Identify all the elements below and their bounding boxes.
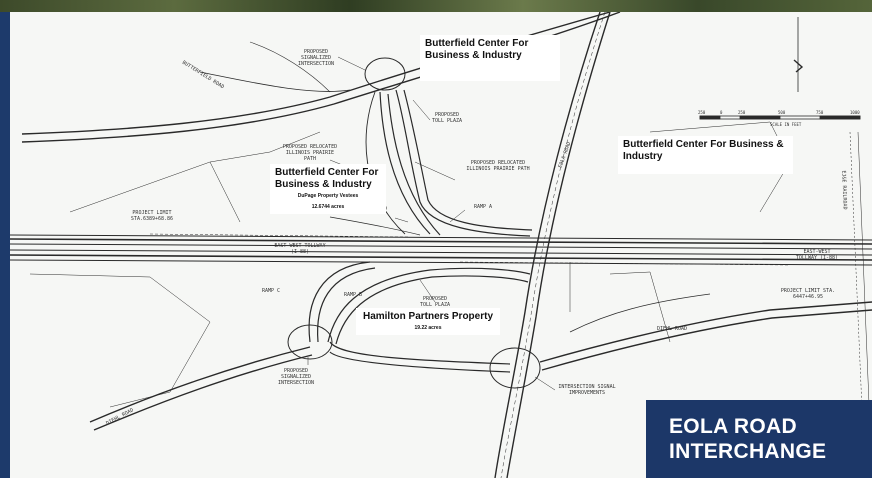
callout-butterfield-west-sub2: 12.6744 acres [311, 204, 345, 210]
project-limit-east-label: PROJECT LIMIT STA. 6447+46.95 [780, 288, 836, 300]
callout-butterfield-west-sub1: DuPage Property Vestees [297, 193, 359, 199]
callout-butterfield-north: Butterfield Center For Business & Indust… [420, 35, 560, 81]
scale-tick-0: 250 [698, 110, 706, 115]
callout-butterfield-east: Butterfield Center For Business & Indust… [618, 136, 793, 174]
prop-signal-north-label: PROPOSED SIGNALIZED INTERSECTION [297, 49, 335, 67]
callout-butterfield-west-title: Butterfield Center For Business & Indust… [275, 167, 379, 190]
aerial-photo-strip [0, 0, 872, 12]
diehl-road-east-label: DIEHL ROAD [656, 326, 688, 332]
tollway-east-label: EAST-WEST TOLLWAY (I-88) [795, 249, 839, 261]
title-line-2: INTERCHANGE [669, 440, 827, 463]
scale-tick-3: 500 [778, 110, 786, 115]
callout-hamilton-title: Hamilton Partners Property [362, 311, 494, 322]
prop-signal-south-label: PROPOSED SIGNALIZED INTERSECTION [277, 368, 315, 386]
scale-tick-4: 750 [816, 110, 824, 115]
slide-title: EOLA ROAD INTERCHANGE [646, 400, 872, 478]
tollway-lanes [10, 233, 872, 266]
south-ramps [308, 261, 531, 373]
scale-tick-1: 0 [720, 110, 723, 115]
slide-border [0, 12, 10, 478]
eola-road [494, 12, 611, 478]
path-east-label: PROPOSED RELOCATED ILLINOIS PRAIRIE PATH [466, 160, 530, 172]
prop-toll-south-label: PROPOSED TOLL PLAZA [419, 296, 451, 308]
prop-toll-north-label: PROPOSED TOLL PLAZA [431, 112, 463, 124]
scale-tick-2: 250 [738, 110, 746, 115]
ramp-c-label: RAMP C [261, 288, 281, 294]
intersection-circles [287, 57, 541, 389]
callout-hamilton-sub: 19.22 acres [414, 325, 442, 331]
project-limit-west-label: PROJECT LIMIT STA.6389+68.86 [130, 210, 174, 222]
path-west-label: PROPOSED RELOCATED ILLINOIS PRAIRIE PATH [282, 144, 338, 162]
callout-hamilton: Hamilton Partners Property 19.22 acres [356, 308, 500, 335]
interchange-plan: BUTTERFIELD ROAD PROPOSED SIGNALIZED INT… [10, 12, 872, 478]
signal-improvements-label: INTERSECTION SIGNAL IMPROVEMENTS [558, 384, 616, 396]
title-line-1: EOLA ROAD [669, 415, 797, 438]
ramp-a-label: RAMP A [473, 204, 493, 210]
scale-tick-5: 1000 [850, 110, 860, 115]
north-ramps [329, 89, 533, 237]
north-arrow [793, 17, 804, 92]
tollway-west-label: EAST-WEST TOLLWAY (I-88) [274, 243, 326, 255]
scale-caption: SCALE IN FEET [770, 122, 802, 127]
scale-bar [699, 115, 861, 120]
leader-lines [307, 56, 556, 391]
diehl-road [89, 293, 872, 431]
ramp-b-label: RAMP B [343, 292, 363, 298]
callout-butterfield-west: Butterfield Center For Business & Indust… [270, 164, 386, 214]
